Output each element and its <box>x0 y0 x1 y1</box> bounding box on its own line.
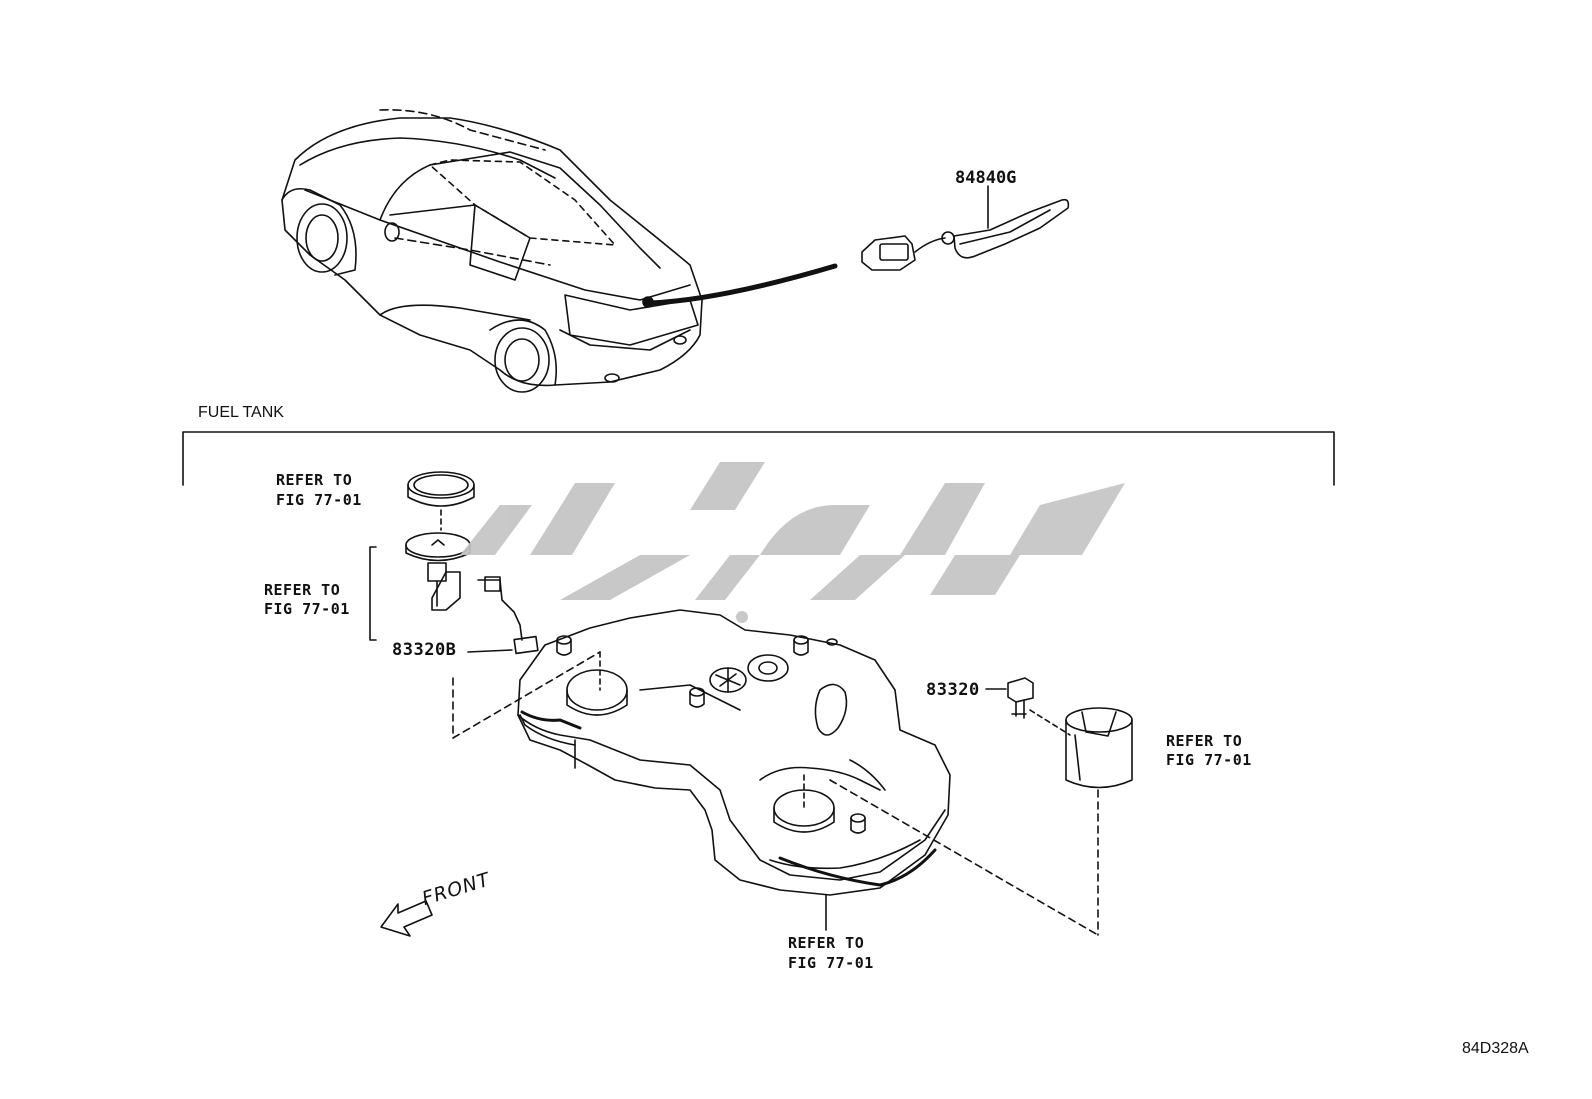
refer-bracket-left <box>369 546 377 641</box>
refer-label-cup-l2[interactable]: FIG 77-01 <box>1166 751 1252 769</box>
vehicle-outline <box>281 109 703 393</box>
refer-label-cup-l1[interactable]: REFER TO <box>1166 732 1243 750</box>
section-bracket <box>182 431 1335 486</box>
refer-label-tank-l1[interactable]: REFER TO <box>788 934 865 952</box>
section-title: FUEL TANK <box>198 404 284 421</box>
refer-label-gasket-l2[interactable]: FIG 77-01 <box>276 491 362 509</box>
front-arrow-icon <box>380 900 433 937</box>
leader-thick <box>647 263 838 306</box>
fuel-tank <box>452 609 1099 936</box>
refer-label-pump-l2[interactable]: FIG 77-01 <box>264 600 350 618</box>
part-number-83320[interactable]: 83320 <box>926 680 980 700</box>
pump-cup <box>1065 707 1133 789</box>
leader-83320B <box>467 649 513 653</box>
part-number-84840G[interactable]: 84840G <box>955 168 1017 188</box>
watermark-logo <box>460 462 1125 623</box>
refer-label-pump-l1[interactable]: REFER TO <box>264 581 341 599</box>
part-number-83320B[interactable]: 83320B <box>392 640 457 660</box>
diagram-code: 84D328A <box>1462 1040 1529 1057</box>
gasket-ring <box>407 471 475 531</box>
connector-84840G <box>861 185 1070 271</box>
refer-label-gasket-l1[interactable]: REFER TO <box>276 471 353 489</box>
sender-83320 <box>985 677 1034 719</box>
refer-label-tank-l2[interactable]: FIG 77-01 <box>788 954 874 972</box>
